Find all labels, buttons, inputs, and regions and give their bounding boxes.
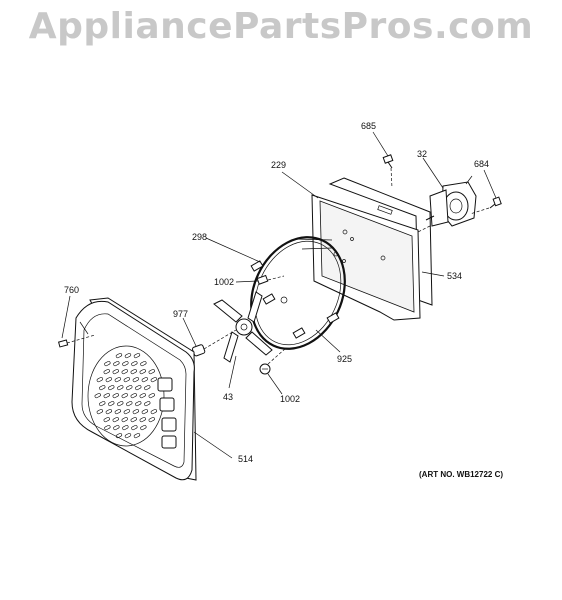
callout-977: 977 [173,309,189,319]
grille-slot [104,361,111,367]
callout-1002-lower: 1002 [280,394,301,404]
grille-slot [113,361,120,367]
grille-slot [105,377,112,383]
grille-slot [139,369,146,375]
grille-slot [124,433,132,439]
callout-534: 534 [447,271,463,281]
grille-slot [126,385,133,391]
screw-1002-upper [256,274,269,285]
fan-blade [213,291,273,363]
grille-slot [139,417,146,423]
grille-slot [96,409,103,415]
grille-slot [144,401,151,407]
grille-slot [96,377,103,383]
grille-slot [99,401,106,407]
grille-slot [140,361,147,367]
grille-slot [112,393,119,399]
grille-slot [117,401,124,407]
grille-slot [122,425,129,431]
grille-slot [123,409,130,415]
grille-slot [122,361,129,367]
callout-925: 925 [337,354,353,364]
grille-slot [126,401,133,407]
grille-slot [130,369,137,375]
fan-baffle-ring [250,236,346,350]
grille-slot [140,425,147,431]
grille-slot [104,425,111,431]
grille-slot [148,417,155,423]
grille-slot [135,385,142,391]
callout-684: 684 [474,159,490,169]
callout-514: 514 [238,454,254,464]
rear-cover-plate [311,177,433,321]
grille-slot [123,377,130,383]
grille-slot [130,417,137,423]
grille-slot [103,393,110,399]
leader-lines [61,131,497,459]
callout-43: 43 [223,392,234,402]
grille-slot [148,393,155,399]
grille-slot [133,353,141,359]
callout-1002-upper: 1002 [214,277,235,287]
grille-slot [135,401,142,407]
grille-slot [103,417,110,423]
grille-slot [131,425,138,431]
grille-slot [115,433,123,439]
grille-slot [121,393,128,399]
art-number: (ART NO. WB12722 C) [419,470,504,479]
grille-slot [121,417,128,423]
grille-slot [108,385,115,391]
screw-760 [58,339,69,348]
grille-slot [117,385,124,391]
grille-slot [141,377,148,383]
convection-motor [425,175,477,227]
front-fan-cover [71,297,197,481]
grille-slot [99,385,106,391]
grille-slot [121,369,128,375]
grille-slot [94,393,101,399]
callout-760: 760 [64,285,80,295]
grille-slot [132,409,139,415]
grille-slot [105,409,112,415]
grille-slot [103,369,110,375]
grille-slot [131,361,138,367]
site-watermark: AppliancePartsPros.com [28,6,534,47]
screw-684 [489,196,502,209]
grille-slot [124,353,132,359]
grille-slot [114,409,121,415]
callout-32: 32 [417,149,428,159]
grille-slot [150,409,157,415]
screw-685 [382,154,394,169]
grille-slot [108,401,115,407]
callout-229: 229 [271,160,287,170]
grille-slot [139,393,146,399]
grille-slot [141,409,148,415]
grille-slot [112,369,119,375]
grille-slot [148,369,155,375]
grille-slot [112,417,119,423]
grille-slot [144,385,151,391]
assembly-lines [66,167,490,365]
grille-slot [150,377,157,383]
grille-slot [132,377,139,383]
grille-slot [115,353,123,359]
grille-slot [133,433,141,439]
grille-slot [130,393,137,399]
callout-298: 298 [192,232,208,242]
grille-slot [114,377,121,383]
callout-685: 685 [361,121,377,131]
screw-1002-lower [259,363,271,375]
grille-slot [113,425,120,431]
